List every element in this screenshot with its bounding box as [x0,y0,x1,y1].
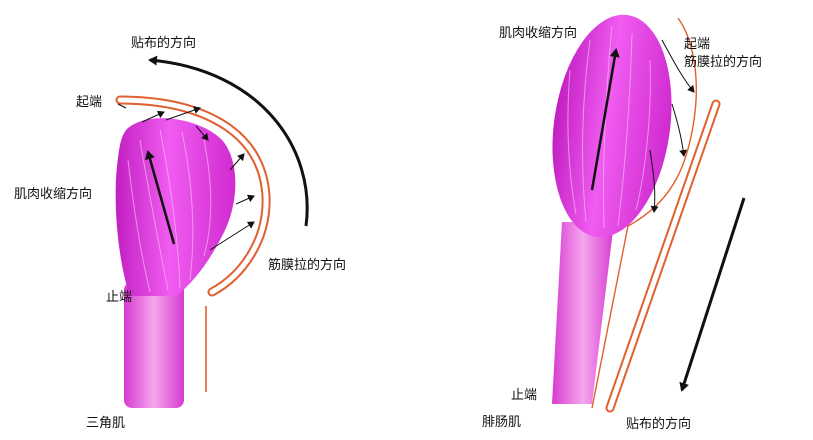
left-fascia-pull-label: 筋膜拉的方向 [268,259,346,272]
left-muscle-name-label: 三角肌 [86,417,125,430]
left-insertion-label: 止端 [106,291,132,304]
left-origin-label: 起端 [76,96,102,109]
right-fascia-pull-label: 筋膜拉的方向 [684,56,762,69]
right-insertion-label: 止端 [511,389,537,402]
deltoid-muscle-belly [116,118,236,296]
right-origin-label: 起端 [684,38,710,51]
left-tape-direction-label: 贴布的方向 [131,37,196,50]
right-tape-direction-label: 贴布的方向 [626,418,691,431]
left-contraction-label: 肌肉收缩方向 [14,188,92,201]
right-muscle-name-label: 腓肠肌 [482,416,521,429]
deltoid-origin-pointer [118,104,126,108]
deltoid-tendon [124,282,184,408]
gastrocnemius-tape-direction-arrow [682,198,744,390]
gastrocnemius-tendon [552,222,614,404]
right-contraction-label: 肌肉收缩方向 [499,27,577,40]
deltoid-figure [116,60,308,408]
